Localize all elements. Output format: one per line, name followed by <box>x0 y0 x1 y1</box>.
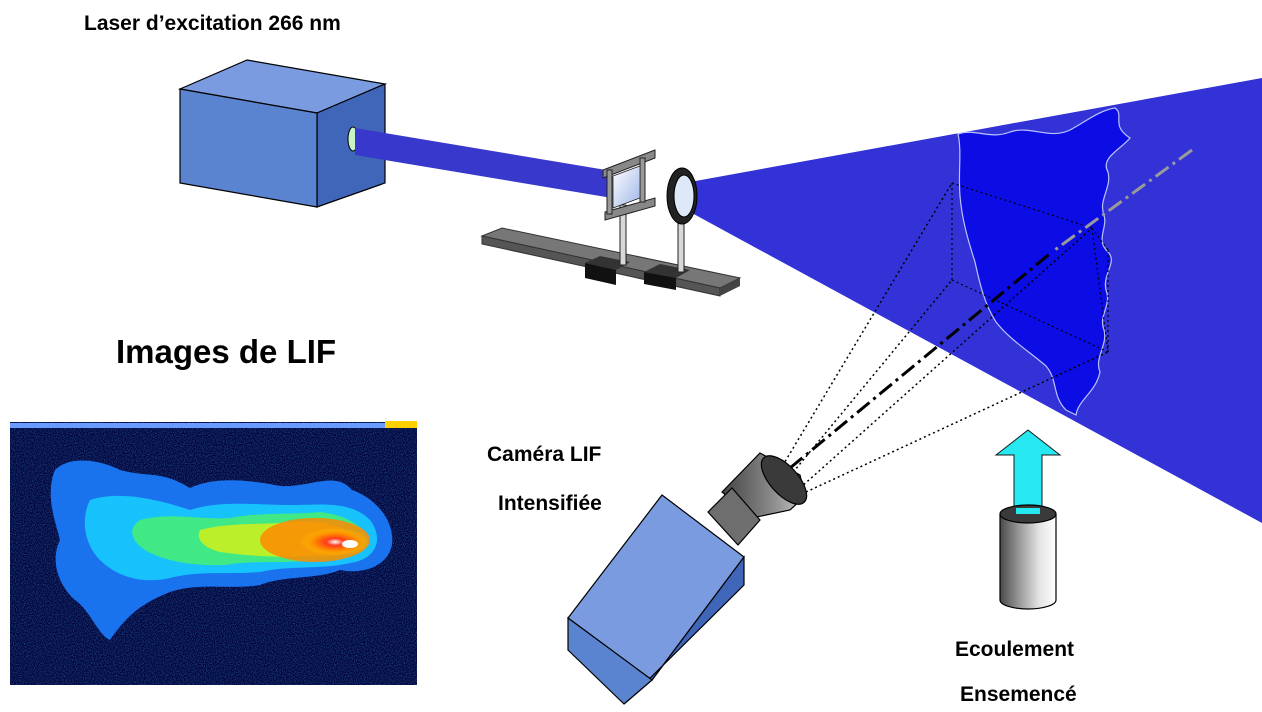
camera-field-of-view <box>779 182 1109 493</box>
sheet-optics-icon <box>480 149 742 297</box>
flow-label-line1: Ecoulement <box>955 638 1075 661</box>
seeding-cylinder-icon <box>999 504 1057 610</box>
laser-label: Laser d’excitation 266 nm <box>84 12 341 35</box>
laser-beam <box>355 128 612 198</box>
lif-image <box>10 421 417 685</box>
flow-arrow-icon <box>994 429 1062 511</box>
camera-label-line2: Intensifiée <box>498 492 602 515</box>
camera-label-line1: Caméra LIF <box>487 443 602 466</box>
flow-label-line2: Ensemencé <box>960 683 1077 706</box>
light-sheet <box>690 78 1262 523</box>
intensified-camera-icon <box>567 452 808 705</box>
lif-images-title: Images de LIF <box>116 333 337 370</box>
laser-box-icon <box>177 59 388 208</box>
camera-optical-axis <box>789 250 1053 470</box>
